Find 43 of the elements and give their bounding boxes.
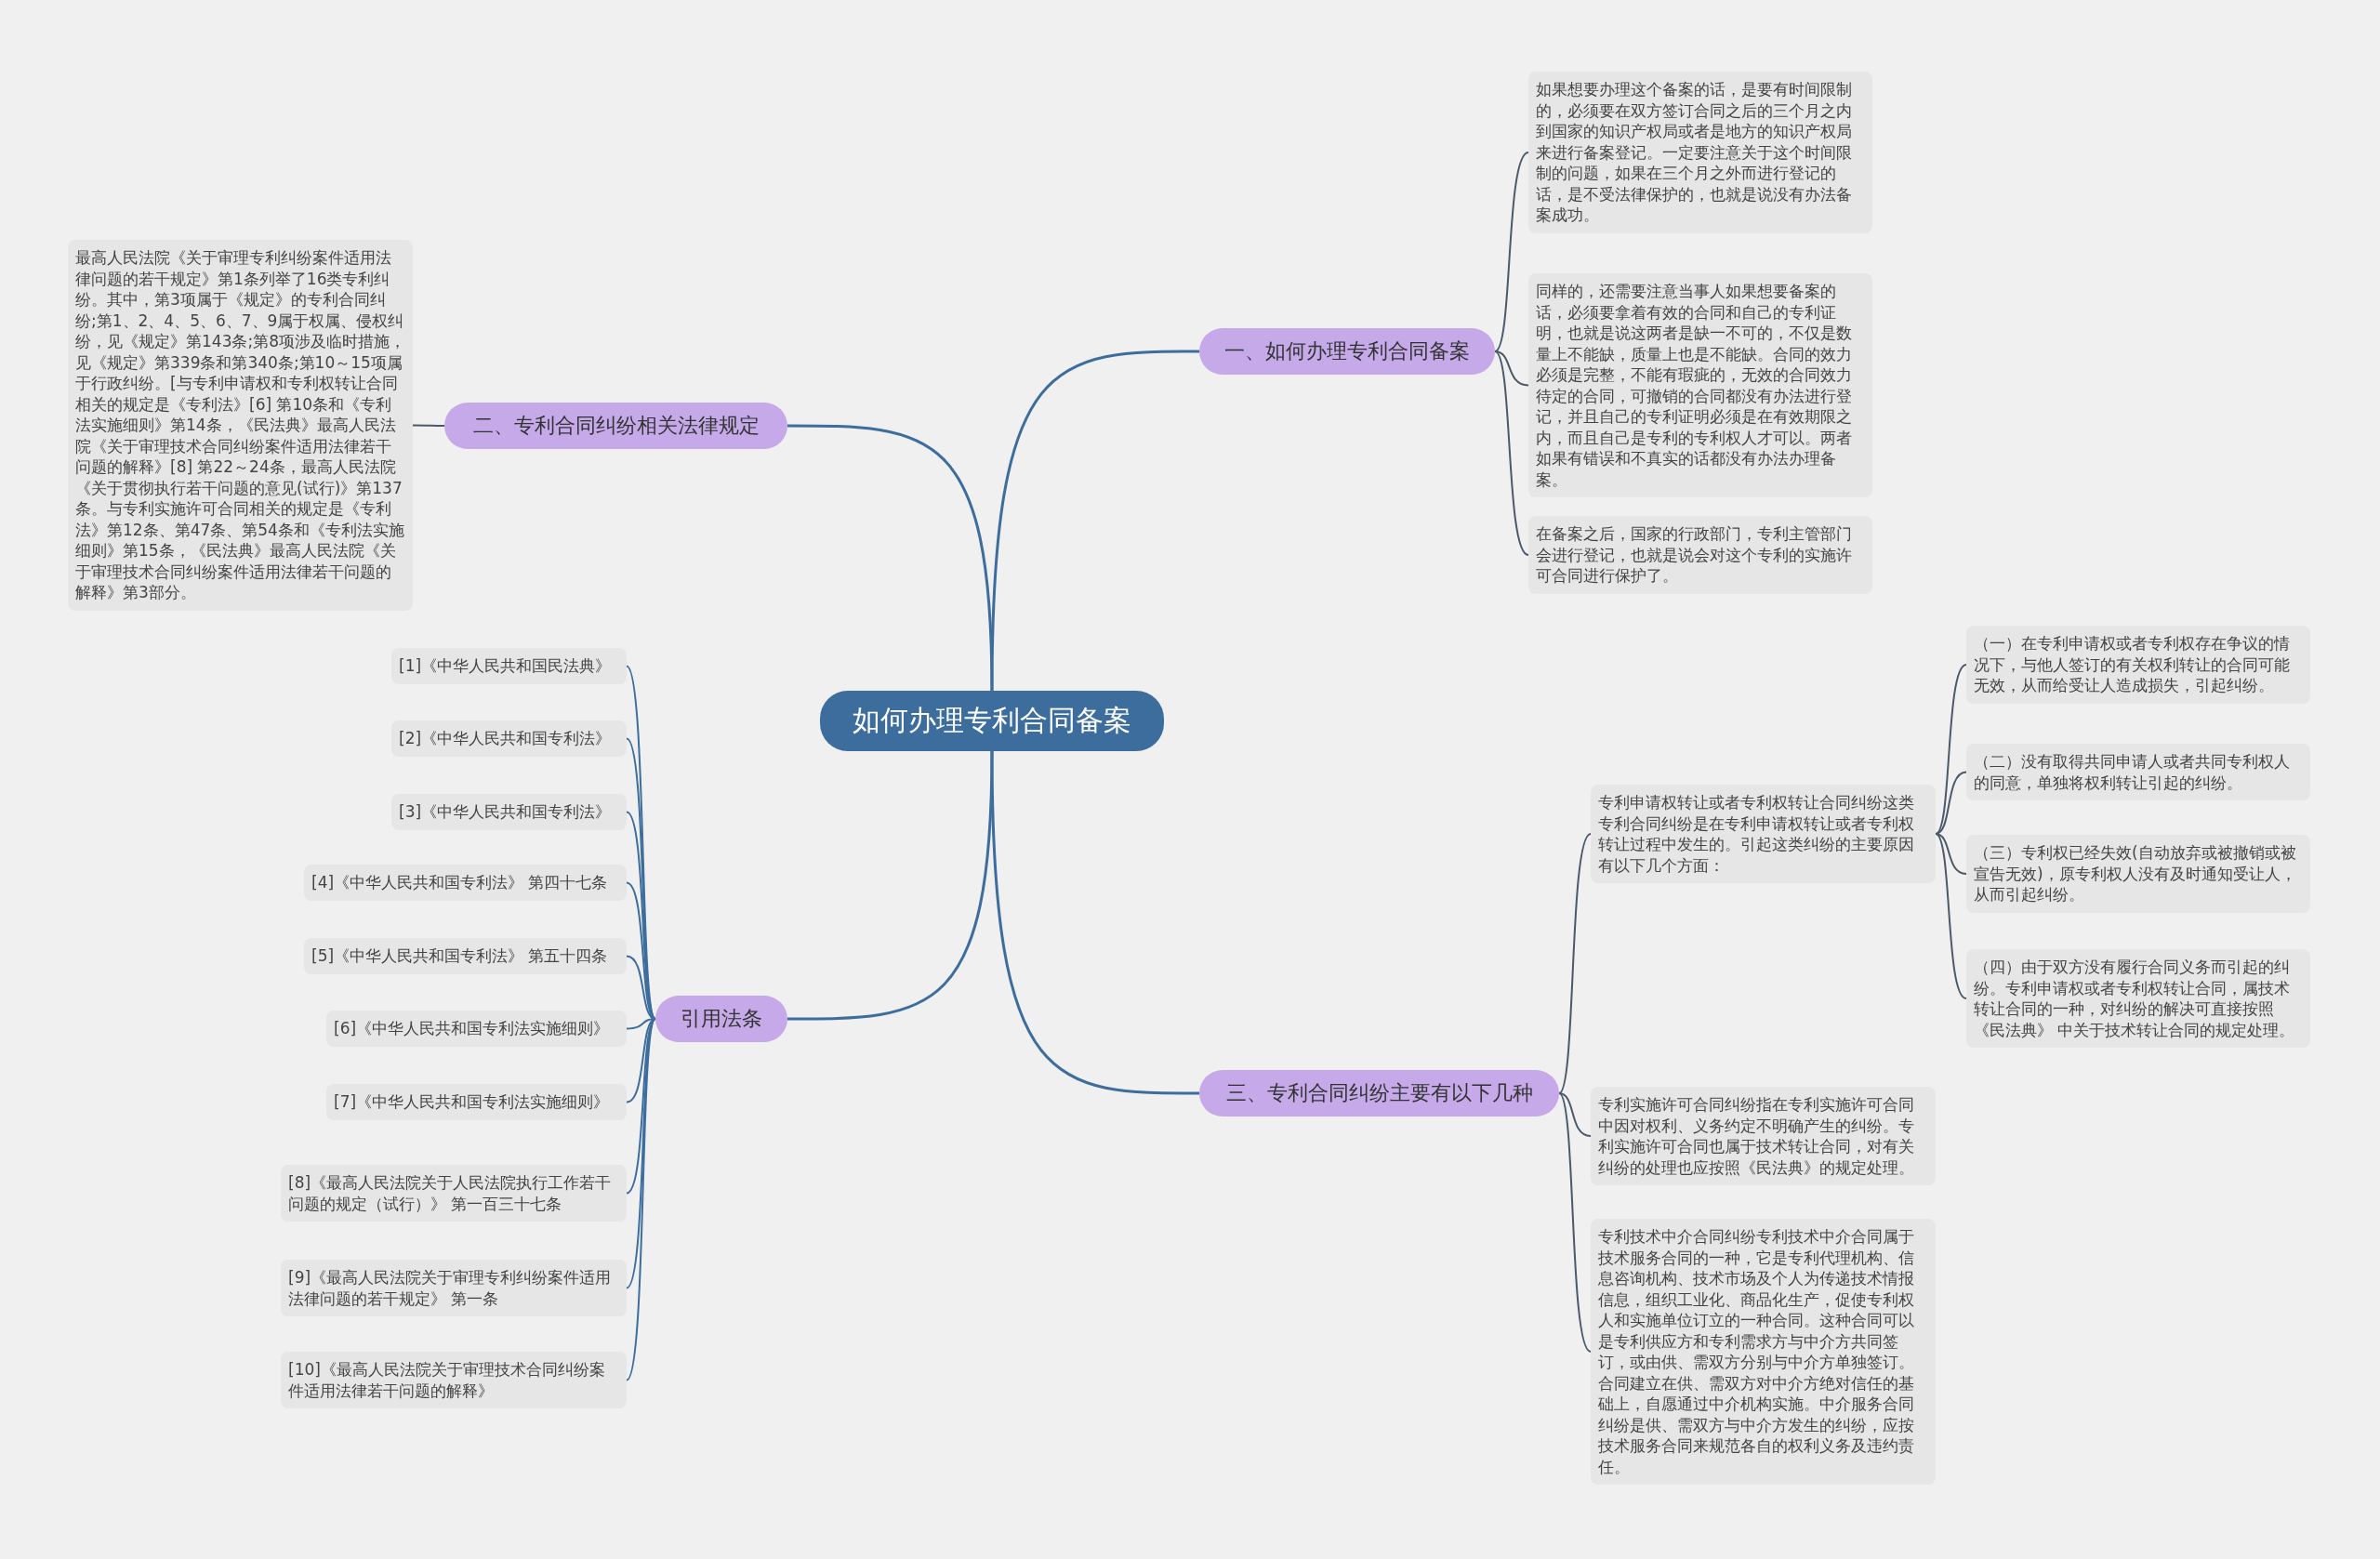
- note-box: （二）没有取得共同申请人或者共同专利权人的同意，单独将权利转让引起的纠纷。: [1966, 744, 2310, 800]
- connector-line: [1935, 771, 1967, 835]
- branch-topic: 三、专利合同纠纷主要有以下几种: [1199, 1070, 1559, 1116]
- reference-box: [4]《中华人民共和国专利法》 第四十七条: [304, 865, 627, 901]
- reference-box: [2]《中华人民共和国专利法》: [391, 720, 627, 757]
- reference-box: [1]《中华人民共和国民法典》: [391, 648, 627, 684]
- connector-line: [1494, 350, 1529, 387]
- connector-line: [1935, 664, 1967, 835]
- reference-box: [10]《最高人民法院关于审理技术合同纠纷案件适用法律若干问题的解释》: [281, 1352, 627, 1408]
- note-box: （一）在专利申请权或者专利权存在争议的情况下，与他人签订的有关权利转让的合同可能无效，从而给受让人造成损失，引起纠纷。: [1966, 626, 2310, 704]
- branch-topic: 二、专利合同纠纷相关法律规定: [444, 403, 787, 449]
- note-box: 专利技术中介合同纠纷专利技术中介合同属于技术服务合同的一种，它是专利代理机构、信息咨询机构、技术市场及个人为传递技术情报信息，组织工业化、商品化生产，促使专利权人和实施单位订立的一种合同。这种合同可以是专利供应方和专利需求方与中介方共同签订，或由供、需双方分别与中介方单独签订。合同建立在供、需双方对中介方绝对信任的基础上，自愿通过中介机构实施。中介服务合同纠纷是供、需双方与中介方发生的纠纷，应按技术服务合同来规范各自的权利义务及违约责任。: [1591, 1219, 1936, 1485]
- connector-line: [1558, 1092, 1592, 1137]
- note-box: （三）专利权已经失效(自动放弃或被撤销或被宣告无效)，原专利权人没有及时通知受让人，从而引起纠纷。: [1966, 835, 2310, 913]
- note-box: 在备案之后，国家的行政部门，专利主管部门会进行登记，也就是说会对这个专利的实施许可合同进行保护了。: [1528, 516, 1872, 594]
- note-box: 如果想要办理这个备案的话，是要有时间限制的，必须要在双方签订合同之后的三个月之内到国家的知识产权局或者是地方的知识产权局来进行备案登记。一定要注意关于这个时间限制的问题，如果在三个月之外而进行登记的话，是不受法律保护的，也就是说没有办法备案成功。: [1528, 72, 1872, 233]
- connector-line: [787, 424, 994, 694]
- reference-box: [9]《最高人民法院关于审理专利纠纷案件适用法律问题的若干规定》 第一条: [281, 1260, 627, 1316]
- branch-topic: 一、如何办理专利合同备案: [1199, 328, 1495, 375]
- connector-line: [990, 748, 1199, 1095]
- connector-line: [626, 1018, 656, 1381]
- note-box: （四）由于双方没有履行合同义务而引起的纠纷。专利申请权或者专利权转让合同，属技术转让合同的一种，对纠纷的解决可直接按照《民法典》 中关于技术转让合同的规定处理。: [1966, 949, 2310, 1048]
- connector-line: [412, 424, 445, 427]
- central-topic: 如何办理专利合同备案: [820, 691, 1164, 751]
- connector-line: [1935, 833, 1967, 999]
- reference-box: [3]《中华人民共和国专利法》: [391, 794, 627, 830]
- connector-line: [1558, 1092, 1592, 1353]
- connector-line: [626, 1018, 656, 1289]
- connector-line: [1494, 152, 1529, 352]
- reference-box: [8]《最高人民法院关于人民法院执行工作若干问题的规定（试行）》 第一百三十七条: [281, 1165, 627, 1222]
- connector-line: [1935, 833, 1967, 875]
- note-box: 最高人民法院《关于审理专利纠纷案件适用法律问题的若干规定》第1条列举了16类专利纠纷。其中，第3项属于《规定》的专利合同纠纷;第1、2、4、5、6、7、9属于权属、侵权纠纷，见《规定》第143条;第8项涉及临时措施，见《规定》第339条和第340条;第10～15项属于行政纠纷。[与专利申请权和专利权转让合同相关的规定是《专利法》[6] 第10条和《专利法实施细则》第14条，《民法典》最高人民法院《关于审理技术合同纠纷案件适用法律若干问题的解释》[8] 第22～24条，最高人民法院《关于贯彻执行若干问题的意见(试行)》第137条。与专利实施许可合同相关的规定是《专利法》第12条、第47条、第54条和《专利法实施细则》第15条，《民法典》最高人民法院《关于审理技术合同纠纷案件适用法律若干问题的解释》第3部分。: [68, 240, 413, 611]
- reference-box: [6]《中华人民共和国专利法实施细则》: [326, 1011, 627, 1047]
- branch-topic: 引用法条: [655, 996, 787, 1042]
- connector-line: [787, 748, 994, 1021]
- reference-box: [7]《中华人民共和国专利法实施细则》: [326, 1084, 627, 1120]
- note-box: 专利申请权转让或者专利权转让合同纠纷这类专利合同纠纷是在专利申请权转让或者专利权转让过程中发生的。引起这类纠纷的主要原因有以下几个方面：: [1591, 785, 1936, 883]
- connector-line: [1558, 833, 1592, 1094]
- reference-box: [5]《中华人民共和国专利法》 第五十四条: [304, 938, 627, 974]
- note-box: 同样的，还需要注意当事人如果想要备案的话，必须要拿着有效的合同和自己的专利证明，也就是说这两者是缺一不可的，不仅是数量上不能缺，质量上也是不能缺。合同的效力必须是完整，不能有瑕疵的，无效的合同效力待定的合同，可撤销的合同都没有办法进行登记，并且自己的专利证明必须是在有效期限之内，而且自己是专利的专利权人才可以。两者如果有错误和不真实的话都没有办法办理备案。: [1528, 273, 1872, 497]
- note-box: 专利实施许可合同纠纷指在专利实施许可合同中因对权利、义务约定不明确产生的纠纷。专利实施许可合同也属于技术转让合同，对有关纠纷的处理也应按照《民法典》的规定处理。: [1591, 1087, 1936, 1185]
- connector-line: [1494, 350, 1529, 556]
- connector-line: [626, 665, 656, 1020]
